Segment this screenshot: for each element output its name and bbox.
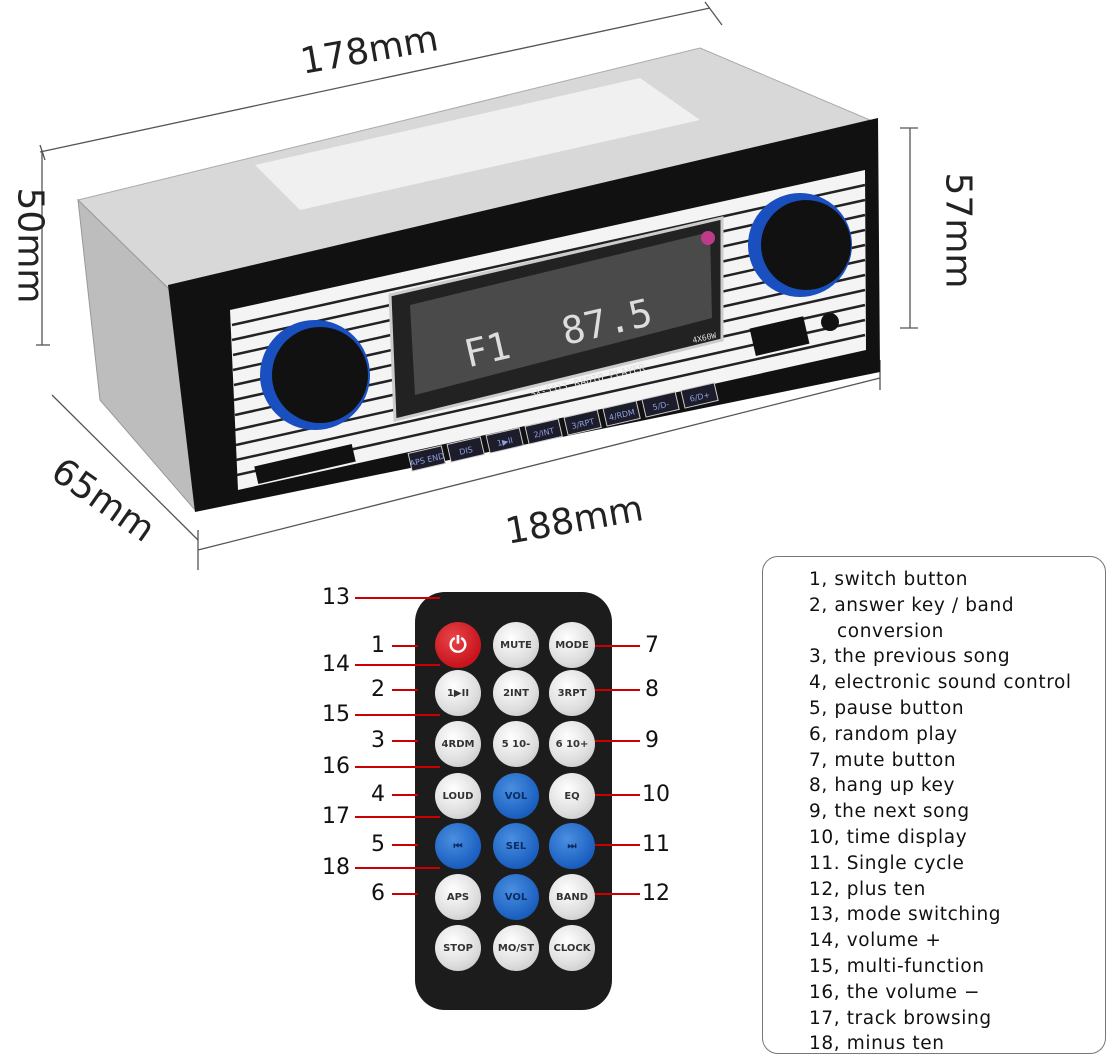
callout-number: 11: [642, 832, 670, 857]
legend-item: 9, the next song: [809, 801, 970, 823]
remote-button[interactable]: VOL: [493, 773, 539, 819]
legend-item: 17, track browsing: [809, 1007, 992, 1029]
radio-button[interactable]: [641, 391, 680, 418]
legend-item: 11. Single cycle: [809, 852, 965, 874]
radio-button[interactable]: [680, 382, 719, 409]
remote-button[interactable]: APS: [435, 874, 481, 920]
legend-item: 8, hang up key: [809, 775, 956, 797]
legend-item: 16, the volume −: [809, 981, 981, 1003]
callout-number: 2: [371, 677, 385, 702]
callout-number: 8: [645, 677, 659, 702]
callout-number: 17: [322, 804, 350, 829]
legend-item: 10, time display: [809, 826, 968, 848]
left-knob[interactable]: [260, 320, 370, 430]
callout-number: 7: [645, 633, 659, 658]
radio-button-label: DIS: [458, 445, 473, 457]
remote-button[interactable]: ⏮: [435, 823, 481, 869]
remote-button[interactable]: LOUD: [435, 773, 481, 819]
remote-button[interactable]: MUTE: [493, 622, 539, 668]
callout-number: 4: [371, 782, 385, 807]
sd-slot: [254, 443, 356, 485]
radio-display: [410, 232, 712, 395]
aux-jack: [821, 313, 839, 331]
radio-button[interactable]: [563, 409, 602, 436]
remote-button[interactable]: MO/ST: [493, 925, 539, 971]
callout-number: 5: [371, 832, 385, 857]
remote-button[interactable]: BAND: [549, 874, 595, 920]
dim-left-height: 50mm: [9, 187, 51, 304]
radio-button[interactable]: [446, 436, 485, 463]
radio-button[interactable]: [524, 418, 563, 445]
remote-button[interactable]: ⏻: [435, 622, 481, 668]
radio-button[interactable]: [485, 427, 524, 454]
callout-number: 15: [322, 702, 350, 727]
callout-number: 6: [371, 881, 385, 906]
radio-button[interactable]: [602, 400, 641, 427]
remote-button[interactable]: 5 10-: [493, 721, 539, 767]
callout-number: 13: [322, 585, 350, 610]
legend-item: 12, plus ten: [809, 878, 926, 900]
right-knob[interactable]: [748, 193, 852, 297]
remote-button[interactable]: ⏭: [549, 823, 595, 869]
remote-button[interactable]: CLOCK: [549, 925, 595, 971]
dim-right-height: 57mm: [937, 172, 979, 289]
callout-number: 18: [322, 855, 350, 880]
display-band: F1: [460, 323, 514, 376]
legend-item: 2, answer key / band: [809, 594, 1015, 616]
remote-button[interactable]: 3RPT: [549, 670, 595, 716]
legend-item: 7, mute button: [809, 749, 957, 771]
radio-button-label: 5/D-: [652, 400, 671, 413]
legend-box: 1, switch button 2, answer key / band conv…: [762, 556, 1106, 1054]
legend-item: 6, random play: [809, 723, 958, 745]
radio-sticker: [255, 78, 700, 210]
callout-number: 9: [645, 728, 659, 753]
legend-item: 5, pause button: [809, 697, 965, 719]
remote-button[interactable]: 2INT: [493, 670, 539, 716]
remote-button[interactable]: 4RDM: [435, 721, 481, 767]
callout-number: 3: [371, 728, 385, 753]
radio-button-label: 1▶II: [496, 436, 514, 448]
legend-item: 4, electronic sound control: [809, 672, 1072, 694]
legend-item: 15, multi-function: [809, 955, 985, 977]
legend-item: 13, mode switching: [809, 904, 1002, 926]
remote-button[interactable]: SEL: [493, 823, 539, 869]
ir-sensor-icon: [701, 231, 715, 245]
callout-number: 10: [642, 782, 670, 807]
callout-number: 14: [322, 652, 350, 677]
remote-button[interactable]: 1▶II: [435, 670, 481, 716]
legend-item: 18, minus ten: [809, 1033, 945, 1055]
remote-button[interactable]: STOP: [435, 925, 481, 971]
callout-number: 12: [642, 881, 670, 906]
remote-button[interactable]: 6 10+: [549, 721, 595, 767]
dimension-lines: [36, 1, 918, 570]
legend-item: 14, volume +: [809, 930, 942, 952]
remote-button[interactable]: MODE: [549, 622, 595, 668]
callout-number: 16: [322, 754, 350, 779]
usb-port: [749, 316, 810, 356]
legend-item: 3, the previous song: [809, 646, 1011, 668]
callout-number: 1: [371, 633, 385, 658]
radio-button[interactable]: [407, 445, 446, 472]
legend-item: 1, switch button: [809, 569, 969, 590]
remote-button[interactable]: VOL: [493, 874, 539, 920]
remote-button[interactable]: EQ: [549, 773, 595, 819]
legend-item: conversion: [837, 620, 944, 642]
